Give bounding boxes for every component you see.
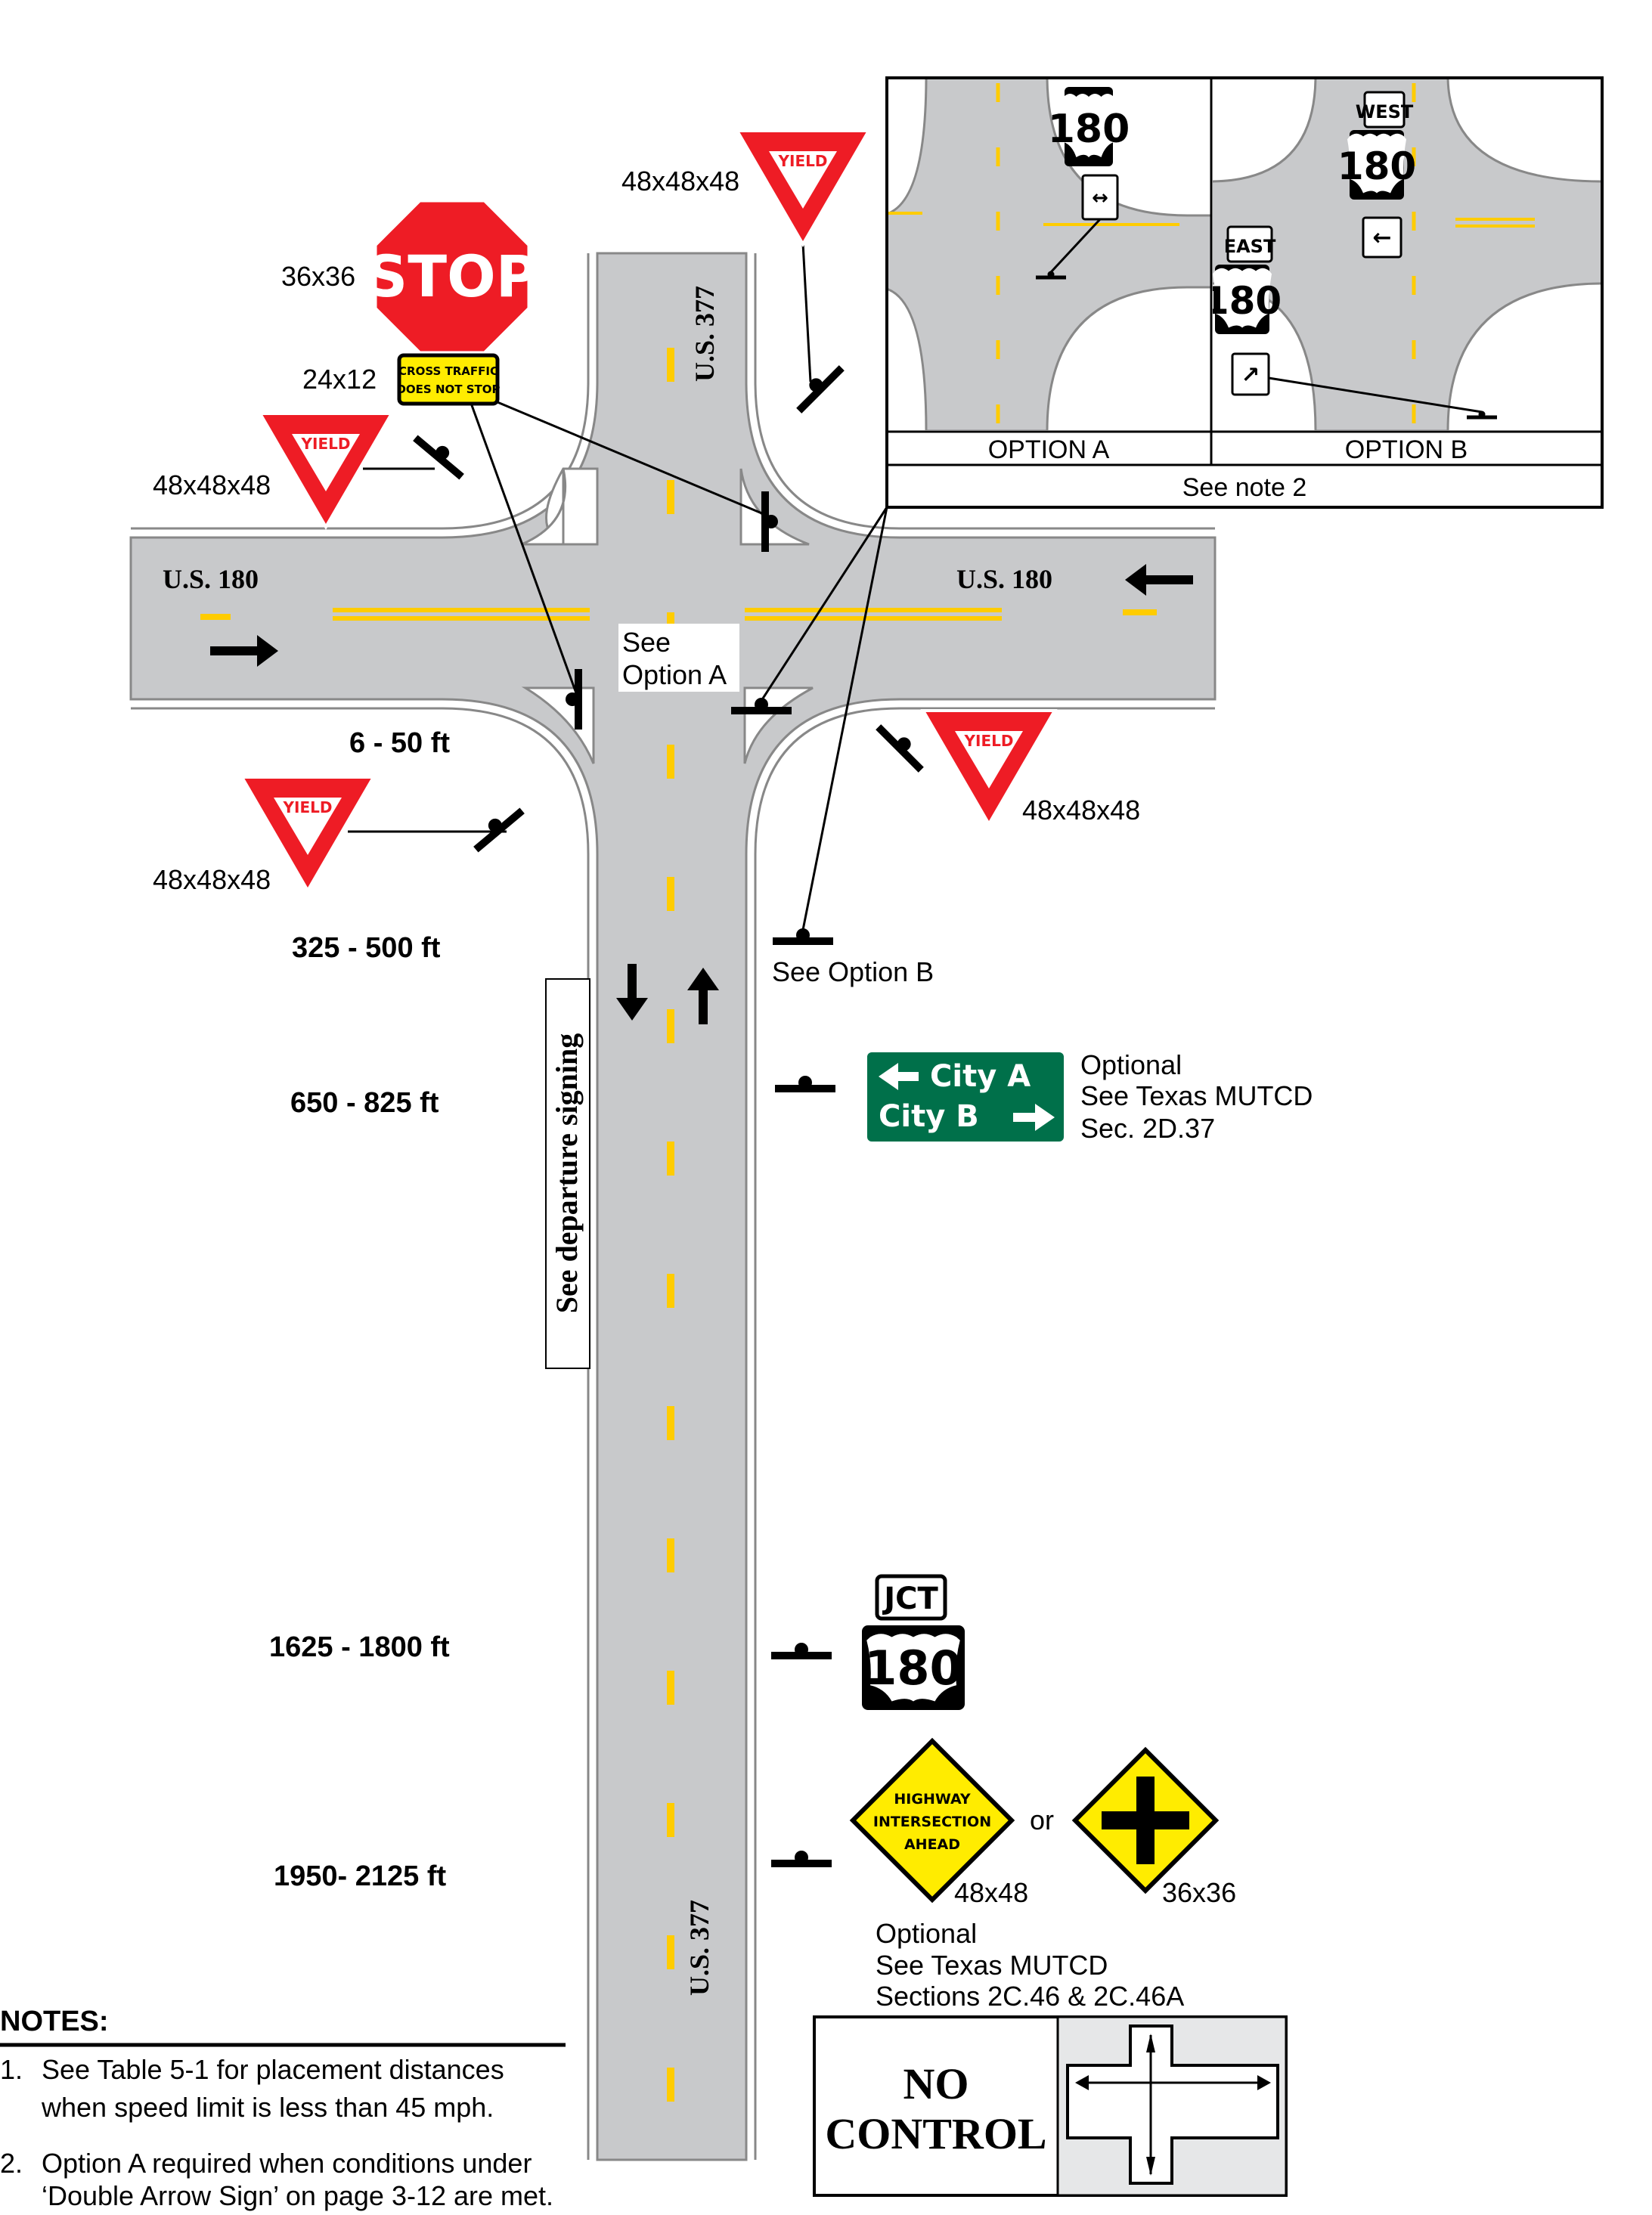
yield-sign-west: YIELD — [259, 412, 393, 528]
intersection-ahead-sign: HIGHWAY INTERSECTION AHEAD — [849, 1737, 1015, 1904]
stop-size-label: 36x36 — [281, 261, 355, 292]
departure-signing-box — [545, 978, 590, 1369]
distance-label: 6 - 50 ft — [349, 727, 450, 759]
note-line: See Texas MUTCD — [876, 1950, 1108, 1981]
road-label-us180-west: U.S. 180 — [163, 564, 259, 594]
yield-sign-east: YIELD — [922, 709, 1056, 826]
note-number: 1. — [0, 2054, 23, 2085]
guide-note: Optional See Texas MUTCD Sec. 2D.37 — [1080, 1049, 1313, 1144]
see-option-a-line2: Option A — [622, 659, 727, 690]
destination-guide-sign: City A City B — [864, 1049, 1067, 1145]
note-number: 2. — [0, 2148, 23, 2179]
legend-line1: NO — [903, 2059, 969, 2108]
stop-text: STOP — [367, 243, 538, 310]
yield-text: YIELD — [301, 435, 351, 453]
see-option-a-line1: See — [622, 627, 671, 658]
distance-label: 650 - 825 ft — [290, 1087, 439, 1119]
west-cardinal-text: WEST — [1356, 101, 1414, 122]
plaque-size-label: 24x12 — [302, 364, 377, 395]
double-arrow-icon: ↔ — [1092, 187, 1108, 209]
leader-lines — [348, 243, 888, 931]
yield-text: YIELD — [778, 152, 828, 170]
direction-arrows — [210, 564, 1193, 1024]
yield-size-label: 48x48x48 — [621, 166, 739, 197]
distance-label: 325 - 500 ft — [292, 932, 441, 964]
right-arrow-icon — [1013, 1104, 1055, 1131]
left-arrow-icon: ← — [1372, 225, 1391, 251]
note-line: Sections 2C.46 & 2C.46A — [876, 1981, 1184, 2012]
warning-note: Optional See Texas MUTCD Sections 2C.46 … — [876, 1918, 1184, 2012]
warning-line3: AHEAD — [904, 1836, 960, 1853]
east-cardinal-text: EAST — [1224, 236, 1276, 257]
road-label-us180-east: U.S. 180 — [956, 564, 1052, 594]
yield-text: YIELD — [283, 798, 333, 816]
note-text: ‘Double Arrow Sign’ on page 3-12 are met… — [42, 2180, 553, 2211]
see-option-b: See Option B — [772, 956, 934, 987]
warning-line2: INTERSECTION — [873, 1814, 991, 1830]
yield-text: YIELD — [964, 732, 1014, 750]
yield-size-label: 48x48x48 — [153, 864, 271, 895]
cross-symbol-size: 36x36 — [1162, 1877, 1236, 1908]
option-a-diagram: 180 ↔ — [888, 79, 1211, 430]
notes-title: NOTES: — [0, 2006, 109, 2037]
note-line: See Texas MUTCD — [1080, 1080, 1313, 1111]
note-line: Sec. 2D.37 — [1080, 1113, 1215, 1144]
guide-line1: City A — [930, 1059, 1031, 1094]
road-label-us377-north: U.S. 377 — [690, 286, 720, 382]
junction-assembly: JCT 180 — [862, 1574, 965, 1710]
left-arrow-icon — [879, 1063, 919, 1090]
diagonal-arrow-icon: ↗ — [1241, 362, 1260, 389]
road-network — [129, 252, 1217, 2162]
note-line: Optional — [1080, 1049, 1182, 1080]
or-label: or — [1030, 1805, 1054, 1836]
intersection-cross-icon — [1066, 2024, 1279, 2185]
option-b-label: OPTION B — [1345, 435, 1468, 464]
cross-traffic-plaque: CROSS TRAFFIC DOES NOT STOP — [396, 353, 501, 406]
cross-road-warning-sign — [1071, 1746, 1220, 1894]
yield-sign-southwest: YIELD — [240, 776, 375, 892]
jct-text: JCT — [882, 1581, 938, 1616]
plaque-line2: DOES NOT STOP — [396, 383, 500, 396]
stop-sign: STOP — [367, 198, 538, 355]
yield-size-label: 48x48x48 — [153, 469, 271, 500]
option-a-label: OPTION A — [988, 435, 1110, 464]
see-note-2-label: See note 2 — [1182, 473, 1306, 502]
distance-label: 1950- 2125 ft — [274, 1860, 446, 1892]
warning-line1: HIGHWAY — [894, 1791, 970, 1808]
departure-signing-label: See departure signing — [550, 1033, 584, 1313]
no-control-legend: NO CONTROL — [813, 2015, 1288, 2197]
guide-line2: City B — [879, 1099, 979, 1134]
note-text: See Table 5-1 for placement distances — [42, 2054, 504, 2085]
intersection-ahead-size: 48x48 — [954, 1877, 1028, 1908]
legend-line2: CONTROL — [825, 2109, 1046, 2158]
route-shield-number: 180 — [1337, 144, 1416, 188]
route-shield-number: 180 — [864, 1640, 962, 1696]
route-shield-number: 180 — [1048, 107, 1130, 152]
notes: NOTES: 1. See Table 5-1 for placement di… — [0, 2006, 566, 2211]
note-line: Optional — [876, 1918, 977, 1949]
route-shield-number: 180 — [1203, 279, 1282, 323]
plaque-line1: CROSS TRAFFIC — [398, 364, 498, 378]
yield-sign-north: YIELD — [736, 129, 870, 246]
note-text: Option A required when conditions under — [42, 2148, 532, 2179]
distance-labels: 6 - 50 ft 325 - 500 ft 650 - 825 ft 1625… — [269, 727, 450, 1892]
note-text: when speed limit is less than 45 mph. — [41, 2092, 494, 2123]
option-b-diagram: WEST 180 ← EAST 180 ↗ — [1203, 79, 1601, 430]
yield-size-label: 48x48x48 — [1022, 795, 1140, 826]
distance-label: 1625 - 1800 ft — [269, 1631, 450, 1663]
options-inset: 180 ↔ WEST 180 ← EAST 180 ↗ OPTION A OPT… — [885, 76, 1604, 509]
road-label-us377-south: U.S. 377 — [684, 1900, 714, 1996]
